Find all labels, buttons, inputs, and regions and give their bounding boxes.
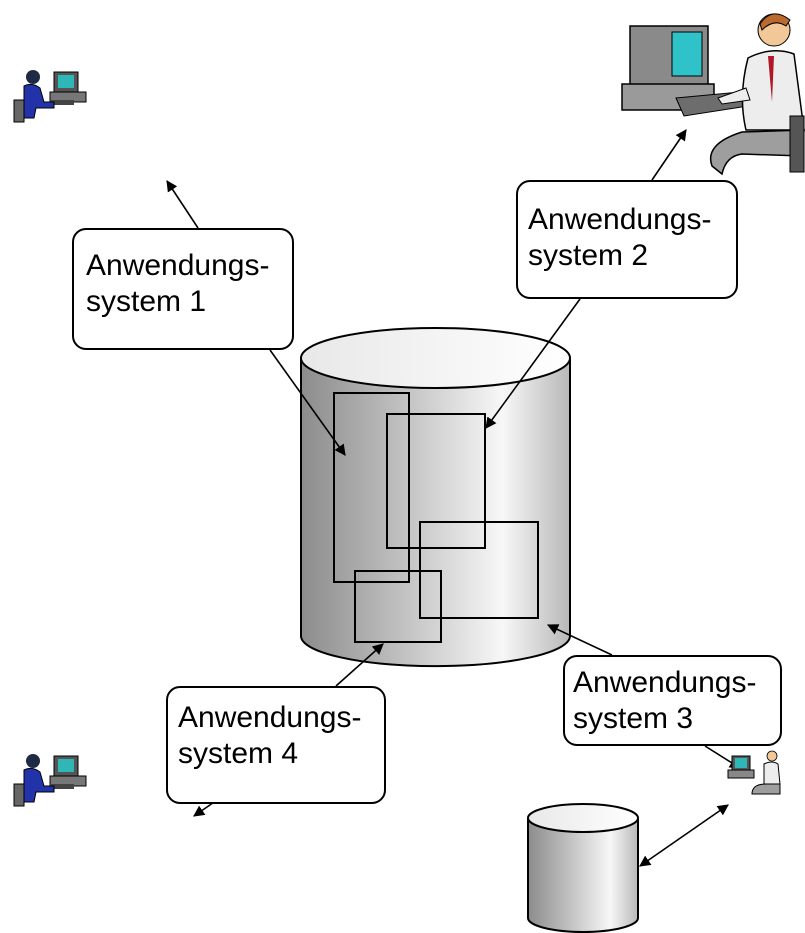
application-system-1-label: Anwendungs- system 1 [72, 228, 294, 350]
arrow-system2-to-database [485, 298, 581, 429]
label-line-1: Anwendungs- [528, 203, 712, 236]
data-area-system-4 [354, 570, 442, 643]
arrow-system2-to-user [651, 129, 687, 181]
arrow-system3-to-database [546, 624, 613, 656]
label-line-2: system 2 [528, 239, 649, 272]
label-line-1: Anwendungs- [86, 249, 270, 282]
application-system-2-label: Anwendungs- system 2 [516, 180, 738, 299]
arrow-system4-to-database [335, 643, 384, 687]
user-at-computer-icon [13, 70, 87, 123]
user-at-computer-icon [13, 754, 87, 807]
database-icon [300, 327, 571, 668]
application-system-4-label: Anwendungs- system 4 [166, 686, 386, 804]
arrow-small-database-to-user [639, 804, 729, 867]
application-system-3-label: Anwendungs- system 3 [563, 655, 782, 746]
data-area-system-2 [386, 413, 486, 549]
data-area-system-1 [333, 392, 410, 583]
small-database-icon [527, 803, 639, 933]
label-line-2: system 1 [86, 285, 207, 318]
user-at-computer-icon [621, 13, 805, 176]
label-line-1: Anwendungs- [178, 701, 362, 734]
label-line-2: system 4 [178, 737, 299, 770]
arrow-system1-to-database [269, 349, 346, 456]
label-line-1: Anwendungs- [573, 666, 757, 699]
label-line-2: system 3 [573, 702, 694, 735]
arrow-system1-to-user [166, 180, 199, 229]
user-at-computer-icon [727, 750, 781, 795]
